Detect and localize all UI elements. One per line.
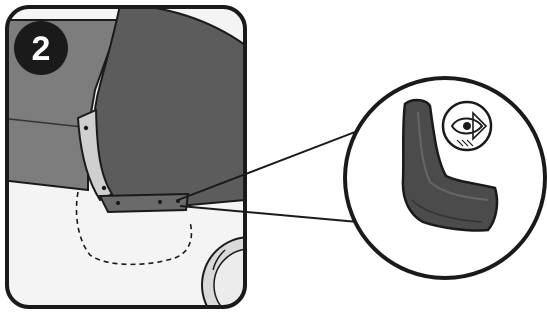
dashed-flap-outline (75, 191, 193, 266)
vehicle-scene (7, 7, 245, 307)
eye-inspection-icon (441, 100, 493, 152)
trim-strip (76, 108, 114, 202)
step-number: 2 (32, 30, 51, 68)
callout-connector (177, 131, 359, 223)
magnify-callout (343, 76, 547, 280)
wheel-arch (92, 7, 245, 207)
mud-flap-icon (401, 98, 499, 232)
step-number-badge: 2 (14, 21, 68, 75)
scene-frame (5, 5, 247, 309)
flap-bracket (98, 192, 190, 214)
